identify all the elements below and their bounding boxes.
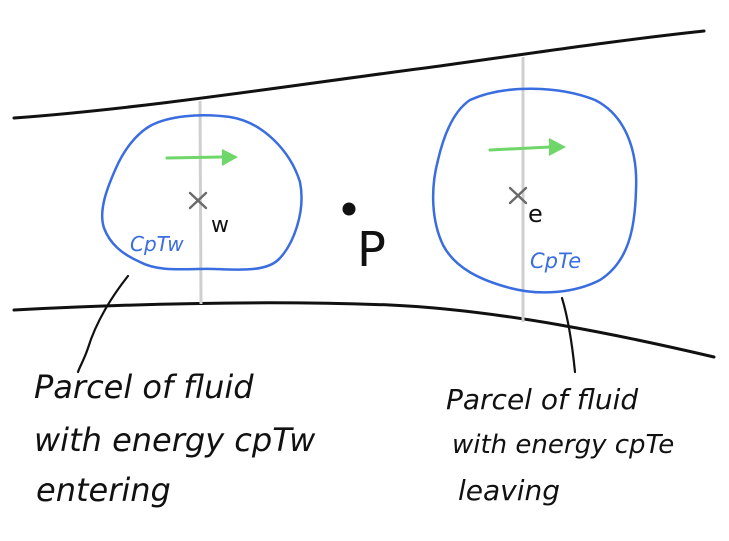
west-energy-label: CpTw bbox=[130, 232, 184, 256]
west-annotation-line-2: with energy cpTw bbox=[34, 421, 316, 459]
east-annotation-line-3: leaving bbox=[458, 474, 560, 507]
west-parcel-outline bbox=[100, 114, 303, 271]
west-velocity-arrow bbox=[165, 149, 238, 166]
east-energy-label: CpTe bbox=[530, 249, 581, 273]
west-leader-line bbox=[76, 274, 130, 374]
central-node-label: P bbox=[357, 222, 386, 278]
west-face-label: w bbox=[211, 213, 229, 238]
east-leader-line bbox=[560, 296, 577, 374]
central-node-point bbox=[342, 202, 356, 216]
west-annotation-line-3: entering bbox=[36, 471, 171, 509]
west-annotation-line-1: Parcel of fluid bbox=[34, 368, 254, 406]
channel-top-wall bbox=[12, 29, 706, 120]
east-parcel-outline bbox=[431, 87, 638, 294]
east-face-label: e bbox=[528, 200, 543, 228]
east-velocity-arrow bbox=[488, 138, 566, 156]
east-annotation-line-1: Parcel of fluid bbox=[446, 383, 638, 416]
east-face-point-marker bbox=[508, 186, 528, 205]
west-face-point-marker bbox=[188, 191, 208, 210]
east-annotation-line-2: with energy cpTe bbox=[452, 430, 674, 460]
channel-bottom-wall bbox=[12, 301, 716, 359]
